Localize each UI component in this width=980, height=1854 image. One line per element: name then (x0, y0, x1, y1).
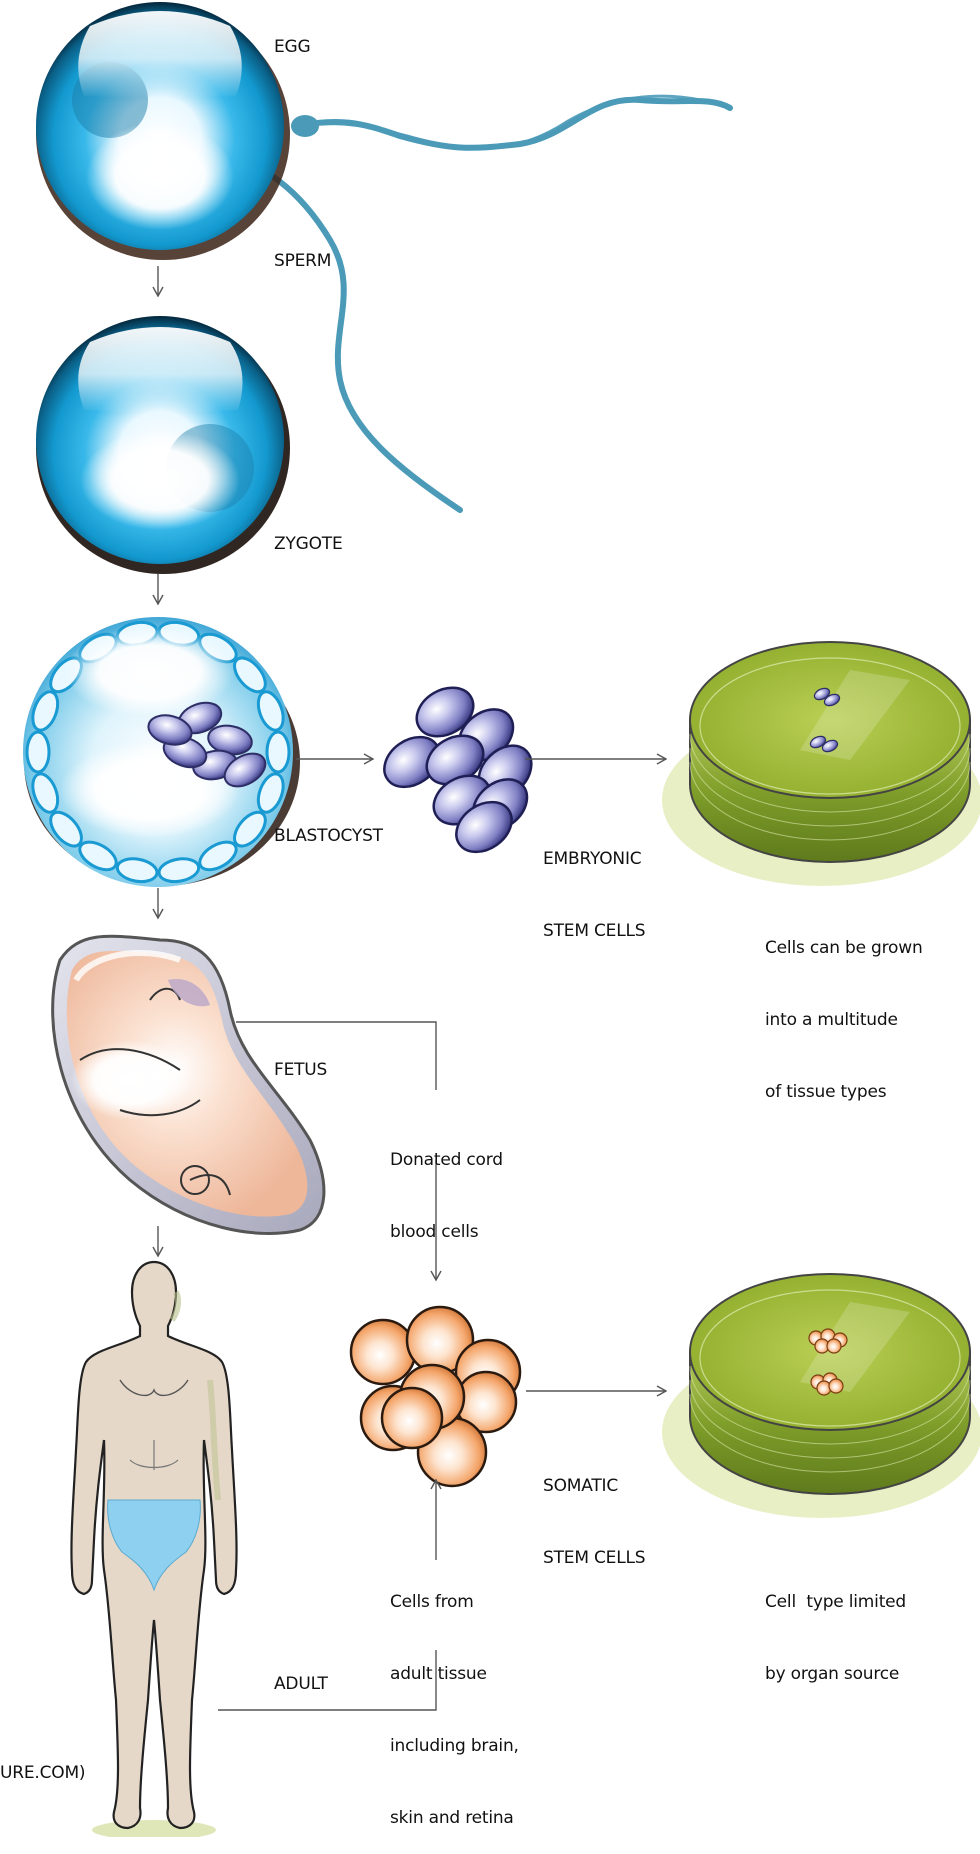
blastocyst-label: BLASTOCYST (274, 824, 383, 849)
caption-line: Cells can be grown (765, 936, 923, 960)
trophoblast-cell (267, 732, 289, 772)
fetus-label: FETUS (274, 1058, 327, 1083)
caption-line: by organ source (765, 1662, 906, 1686)
somatic-dish-caption: Cell type limited by organ source (765, 1542, 906, 1710)
zygote-illustration (36, 316, 290, 574)
caption-line: skin and retina (390, 1806, 519, 1830)
credit-text: URE.COM) (0, 1761, 85, 1786)
embryonic-stem-cell-cluster (375, 678, 542, 862)
somatic-stem-cell (351, 1320, 415, 1384)
somatic-stem-cell (382, 1388, 442, 1448)
somatic-stem-cells-label: SOMATIC STEM CELLS (543, 1426, 645, 1594)
somatic-label-line-2: STEM CELLS (543, 1546, 645, 1570)
embryonic-label-line-2: STEM CELLS (543, 919, 645, 943)
adult-tissue-label: Cells from adult tissue including brain,… (390, 1542, 519, 1854)
embryonic-petri-dish (662, 642, 980, 886)
caption-line: Donated cord (390, 1148, 503, 1172)
caption-line: blood cells (390, 1220, 503, 1244)
trophoblast-cell (27, 732, 49, 772)
somatic-stem-cell-cluster (351, 1307, 520, 1486)
somatic-petri-dish (662, 1274, 980, 1518)
adult-label: ADULT (274, 1672, 328, 1697)
cultured-cell (829, 1379, 843, 1393)
caption-line: Cell type limited (765, 1590, 906, 1614)
egg-label: EGG (274, 35, 311, 60)
embryonic-dish-caption: Cells can be grown into a multitude of t… (765, 888, 923, 1128)
cultured-cell (827, 1339, 841, 1353)
blastocyst-illustration (23, 617, 300, 887)
caption-line: including brain, (390, 1734, 519, 1758)
egg-illustration (36, 2, 290, 260)
caption-line: Cells from (390, 1590, 519, 1614)
embryonic-label-line-1: EMBRYONIC (543, 847, 645, 871)
fetus-illustration (53, 936, 324, 1233)
caption-line: adult tissue (390, 1662, 519, 1686)
zygote-label: ZYGOTE (274, 532, 343, 557)
somatic-label-line-1: SOMATIC (543, 1474, 645, 1498)
cord-blood-label: Donated cord blood cells (390, 1100, 503, 1268)
caption-line: of tissue types (765, 1080, 923, 1104)
embryonic-stem-cells-label: EMBRYONIC STEM CELLS (543, 799, 645, 967)
adult-illustration (71, 1262, 236, 1837)
caption-line: into a multitude (765, 1008, 923, 1032)
sperm-label: SPERM (274, 249, 331, 274)
